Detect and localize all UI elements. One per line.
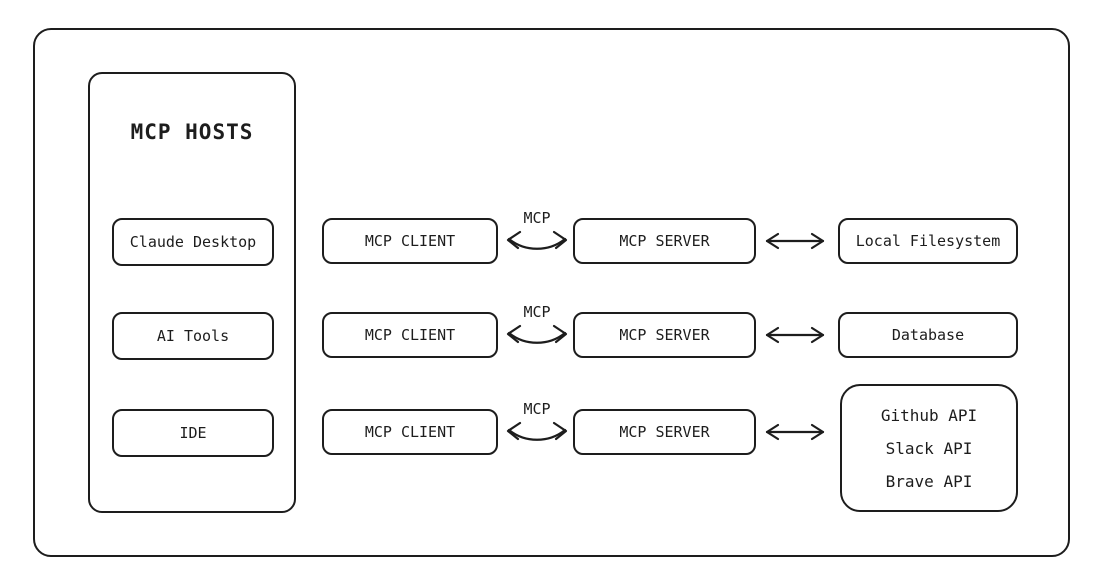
mcp-protocol-connector-row3: MCP: [502, 399, 572, 453]
mcp-protocol-connector-row1: MCP: [502, 208, 572, 262]
mcp-protocol-connector-row2: MCP: [502, 302, 572, 356]
resource-box-database: Database: [838, 312, 1018, 358]
diagram-outer-frame: [33, 28, 1070, 557]
client-label: MCP CLIENT: [364, 326, 456, 344]
host-box-ai-tools: AI Tools: [112, 312, 274, 360]
host-label: IDE: [179, 424, 207, 442]
bidirectional-arrow-icon: [765, 232, 825, 250]
mcp-server-box-row2: MCP SERVER: [573, 312, 756, 358]
mcp-protocol-label: MCP: [523, 209, 551, 227]
server-resource-connector-row2: [763, 325, 827, 345]
mcp-server-box-row3: MCP SERVER: [573, 409, 756, 455]
mcp-protocol-label: MCP: [523, 400, 551, 418]
bidirectional-arrow-icon: [765, 423, 825, 441]
mcp-client-box-row3: MCP CLIENT: [322, 409, 498, 455]
server-label: MCP SERVER: [619, 423, 710, 441]
mcp-hosts-panel: [88, 72, 296, 513]
server-label: MCP SERVER: [619, 326, 710, 344]
bidirectional-arrow-icon: [765, 326, 825, 344]
resource-label: Github API: [880, 405, 978, 425]
resource-label: Database: [891, 326, 965, 344]
mcp-hosts-title: MCP HOSTS: [130, 120, 254, 144]
curved-bidirectional-arrow-icon: [506, 230, 568, 250]
client-label: MCP CLIENT: [364, 423, 456, 441]
resource-box-local-filesystem: Local Filesystem: [838, 218, 1018, 264]
resource-label: Brave API: [885, 471, 973, 491]
host-label: AI Tools: [156, 327, 230, 345]
host-label: Claude Desktop: [129, 233, 257, 251]
mcp-client-box-row1: MCP CLIENT: [322, 218, 498, 264]
resource-label: Slack API: [885, 438, 973, 458]
curved-bidirectional-arrow-icon: [506, 324, 568, 344]
mcp-protocol-label: MCP: [523, 303, 551, 321]
server-resource-connector-row3: [763, 422, 827, 442]
curved-bidirectional-arrow-icon: [506, 421, 568, 441]
mcp-server-box-row1: MCP SERVER: [573, 218, 756, 264]
host-box-claude-desktop: Claude Desktop: [112, 218, 274, 266]
resource-label: Local Filesystem: [855, 232, 1001, 250]
resource-box-apis: Github API Slack API Brave API: [840, 384, 1018, 512]
host-box-ide: IDE: [112, 409, 274, 457]
mcp-client-box-row2: MCP CLIENT: [322, 312, 498, 358]
server-resource-connector-row1: [763, 231, 827, 251]
client-label: MCP CLIENT: [364, 232, 456, 250]
server-label: MCP SERVER: [619, 232, 710, 250]
